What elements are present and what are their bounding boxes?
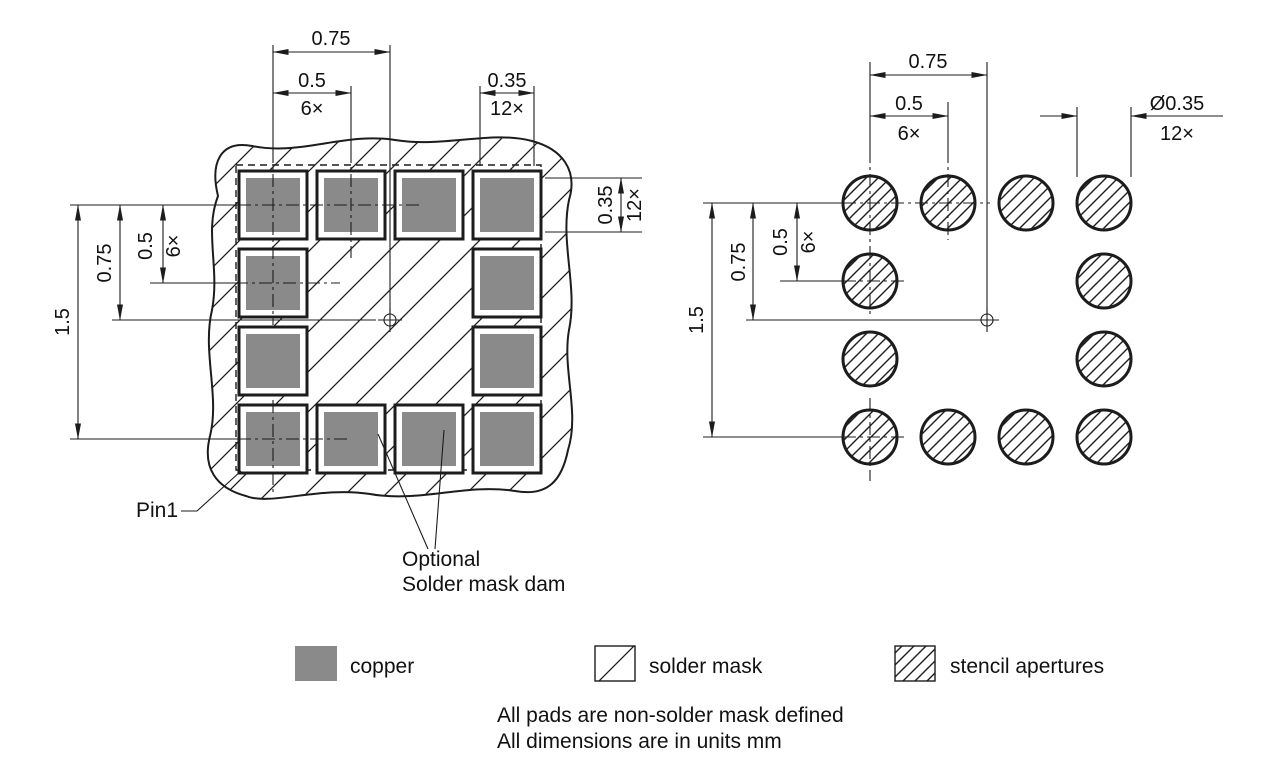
callout-text: Solder mask dam: [402, 573, 565, 596]
stencil-aperture: [919, 408, 977, 466]
dim-label: 0.75: [728, 243, 750, 282]
dim-label: 12×: [1160, 123, 1194, 145]
legend-label: solder mask: [649, 655, 763, 678]
stencil-view: 0.75 0.5 6× Ø0.35 12× 1.5 0.75 0.5 6×: [686, 51, 1223, 481]
copper-pad: [393, 403, 465, 475]
pin1-callout: Pin1: [136, 470, 242, 522]
solder-mask-dam-callout: Optional Solder mask dam: [377, 429, 565, 596]
stencil-aperture: [997, 174, 1055, 232]
stencil-aperture: [841, 330, 899, 388]
dim-label: 12×: [624, 188, 646, 222]
copper-pad: [471, 325, 543, 397]
stencil-aperture: [997, 408, 1055, 466]
copper-pad: [471, 403, 543, 475]
dim-label: 0.5: [895, 93, 923, 115]
dim-label: Ø0.35: [1150, 93, 1204, 115]
dim-label: 0.75: [312, 28, 351, 50]
dim-label: 6×: [898, 123, 921, 145]
copper-pad: [237, 325, 309, 397]
copper-pad: [471, 169, 543, 241]
stencil-aperture: [1075, 330, 1133, 388]
dim-label: 0.35: [595, 186, 617, 225]
note-line: All pads are non-solder mask defined: [497, 704, 844, 727]
pin1-leader: [181, 470, 242, 512]
dim-label: 0.35: [488, 70, 527, 92]
legend: copper solder mask stencil apertures: [295, 645, 1104, 682]
dim-label: 6×: [163, 235, 185, 258]
solder-mask-swatch: [595, 646, 635, 681]
legend-item-copper: copper: [295, 646, 414, 681]
legend-label: copper: [350, 655, 414, 678]
dimension-lines: [75, 49, 624, 440]
dim-label: 1.5: [686, 306, 708, 334]
copper-pad: [471, 247, 543, 319]
dimension-labels: 0.75 0.5 6× Ø0.35 12× 1.5 0.75 0.5 6×: [686, 51, 1204, 334]
callout-text: Optional: [402, 548, 480, 571]
stencil-apertures: [841, 174, 1133, 466]
dim-label: 0.5: [770, 228, 792, 256]
dimension-labels: 0.75 0.5 6× 0.35 12× 1.5 0.75 0.5 6× 0.3…: [52, 28, 646, 336]
legend-item-stencil-apertures: stencil apertures: [894, 645, 1104, 682]
dim-label: 6×: [798, 231, 820, 254]
centerlines: [843, 150, 990, 481]
dimension-lines: [709, 72, 1223, 438]
copper-pad: [393, 169, 465, 241]
extension-lines: [703, 62, 1132, 438]
copper-land-view: 0.75 0.5 6× 0.35 12× 1.5 0.75 0.5 6× 0.3…: [52, 28, 646, 596]
legend-label: stencil apertures: [950, 655, 1104, 678]
dim-label: 0.5: [298, 70, 326, 92]
stencil-aperture: [1075, 252, 1133, 310]
dim-label: 0.75: [909, 51, 948, 73]
notes: All pads are non-solder mask defined All…: [497, 704, 844, 753]
dim-label: 0.75: [94, 244, 116, 283]
copper-swatch: [295, 646, 337, 681]
dim-label: 12×: [490, 98, 524, 120]
stencil-aperture: [1075, 174, 1133, 232]
legend-item-solder-mask: solder mask: [594, 645, 763, 682]
pin1-label: Pin1: [136, 499, 178, 522]
stencil-aperture: [1075, 408, 1133, 466]
dim-label: 0.5: [135, 232, 157, 260]
stencil-swatch: [895, 646, 935, 681]
note-line: All dimensions are in units mm: [497, 730, 782, 753]
dim-label: 6×: [301, 98, 324, 120]
dim-label: 1.5: [52, 308, 74, 336]
